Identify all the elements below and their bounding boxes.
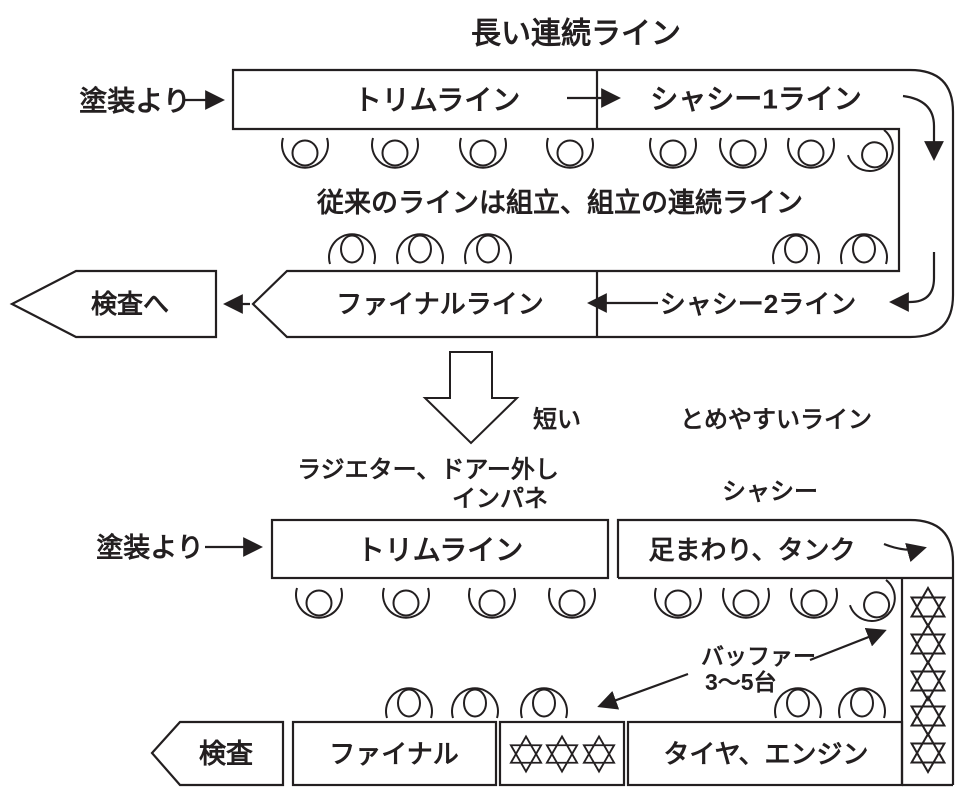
buffer-column-stars bbox=[910, 587, 946, 773]
hexagram-star-icon bbox=[910, 696, 946, 736]
conventional-line-note: 従来のラインは組立、組立の連続ライン bbox=[316, 187, 803, 218]
short-label: 短い bbox=[533, 406, 581, 434]
hexagram-star-icon bbox=[545, 735, 579, 773]
bottom-trim-workers bbox=[295, 578, 905, 632]
flow-arrow-underbody-out bbox=[883, 542, 927, 563]
chassis-note: シャシー bbox=[722, 479, 818, 506]
underbody-tank-box bbox=[616, 518, 955, 785]
inspection-banner bbox=[150, 720, 285, 787]
worker-station-icon bbox=[787, 137, 835, 169]
worker-station-icon bbox=[548, 587, 596, 619]
worker-station-icon bbox=[790, 587, 838, 619]
instrument-panel-note: インパネ bbox=[452, 486, 548, 513]
paint-input-label-bottom: 塗装より bbox=[96, 532, 203, 563]
worker-station-icon bbox=[722, 587, 770, 619]
worker-station-icon bbox=[371, 137, 419, 169]
hexagram-star-icon bbox=[509, 735, 543, 773]
worker-station-icon bbox=[385, 687, 433, 719]
paint-input-label-top: 塗装より bbox=[79, 85, 190, 117]
hexagram-star-icon bbox=[910, 733, 946, 773]
worker-station-icon bbox=[719, 137, 767, 169]
tire-engine-label: タイヤ、エンジン bbox=[663, 739, 868, 769]
worker-station-icon bbox=[774, 687, 822, 719]
worker-station-icon bbox=[295, 587, 343, 619]
trim-line-box-bottom bbox=[270, 518, 610, 580]
underbody-tank-label: 足まわり、タンク bbox=[649, 535, 856, 565]
top-final-workers bbox=[328, 233, 888, 265]
final-line-box: ファイナルライン bbox=[336, 289, 543, 319]
worker-station-icon bbox=[846, 128, 903, 182]
flow-arrow-uturn-down bbox=[902, 94, 944, 161]
transition-down-arrow bbox=[422, 351, 520, 445]
buffer-label: バッファー bbox=[701, 643, 816, 669]
final-box bbox=[291, 720, 498, 787]
worker-station-icon bbox=[520, 687, 568, 719]
tire-engine-box bbox=[626, 720, 904, 787]
chassis1-line-box: シャシー1ライン bbox=[650, 84, 862, 115]
worker-station-icon bbox=[328, 233, 376, 265]
easy-stop-label: とめやすいライン bbox=[680, 407, 872, 434]
hexagram-star-icon bbox=[910, 587, 946, 627]
worker-station-icon bbox=[382, 587, 430, 619]
inspection-label: 検査 bbox=[199, 739, 253, 769]
hexagram-star-icon bbox=[582, 735, 616, 773]
worker-station-icon bbox=[840, 233, 888, 265]
buffer-count-label: 3〜5台 bbox=[705, 669, 777, 695]
trim-line-box-top: トリムライン bbox=[354, 85, 521, 116]
trim-line-bottom-label: トリムライン bbox=[357, 535, 524, 566]
radiator-door-note: ラジエター、ドアー外し bbox=[297, 456, 559, 484]
final-label: ファイナル bbox=[329, 739, 458, 769]
worker-station-icon bbox=[396, 233, 444, 265]
worker-station-icon bbox=[772, 233, 820, 265]
worker-station-icon bbox=[281, 137, 329, 169]
worker-station-icon bbox=[838, 687, 886, 719]
chassis2-line-box: シャシー2ライン bbox=[660, 289, 856, 319]
worker-station-icon bbox=[654, 587, 702, 619]
buffer-arrow-to-column bbox=[809, 627, 887, 662]
long-line-title: 長い連続ライン bbox=[471, 18, 681, 51]
worker-station-icon bbox=[546, 137, 594, 169]
worker-station-icon bbox=[649, 137, 697, 169]
top-trim-workers bbox=[281, 128, 903, 182]
buffer-box-stars bbox=[509, 735, 616, 773]
hexagram-star-icon bbox=[910, 624, 946, 664]
top-line-band bbox=[231, 68, 955, 339]
to-inspection-banner bbox=[9, 269, 218, 339]
worker-station-icon bbox=[848, 578, 905, 632]
hexagram-star-icon bbox=[910, 661, 946, 701]
buffer-stars-box bbox=[498, 720, 626, 787]
worker-station-icon bbox=[468, 587, 516, 619]
worker-station-icon bbox=[464, 233, 512, 265]
worker-station-icon bbox=[451, 687, 499, 719]
worker-station-icon bbox=[459, 137, 507, 169]
flow-arrow-uturn-left bbox=[889, 252, 936, 312]
buffer-arrow-to-box bbox=[597, 672, 689, 710]
to-inspection-label: 検査へ bbox=[91, 289, 169, 319]
